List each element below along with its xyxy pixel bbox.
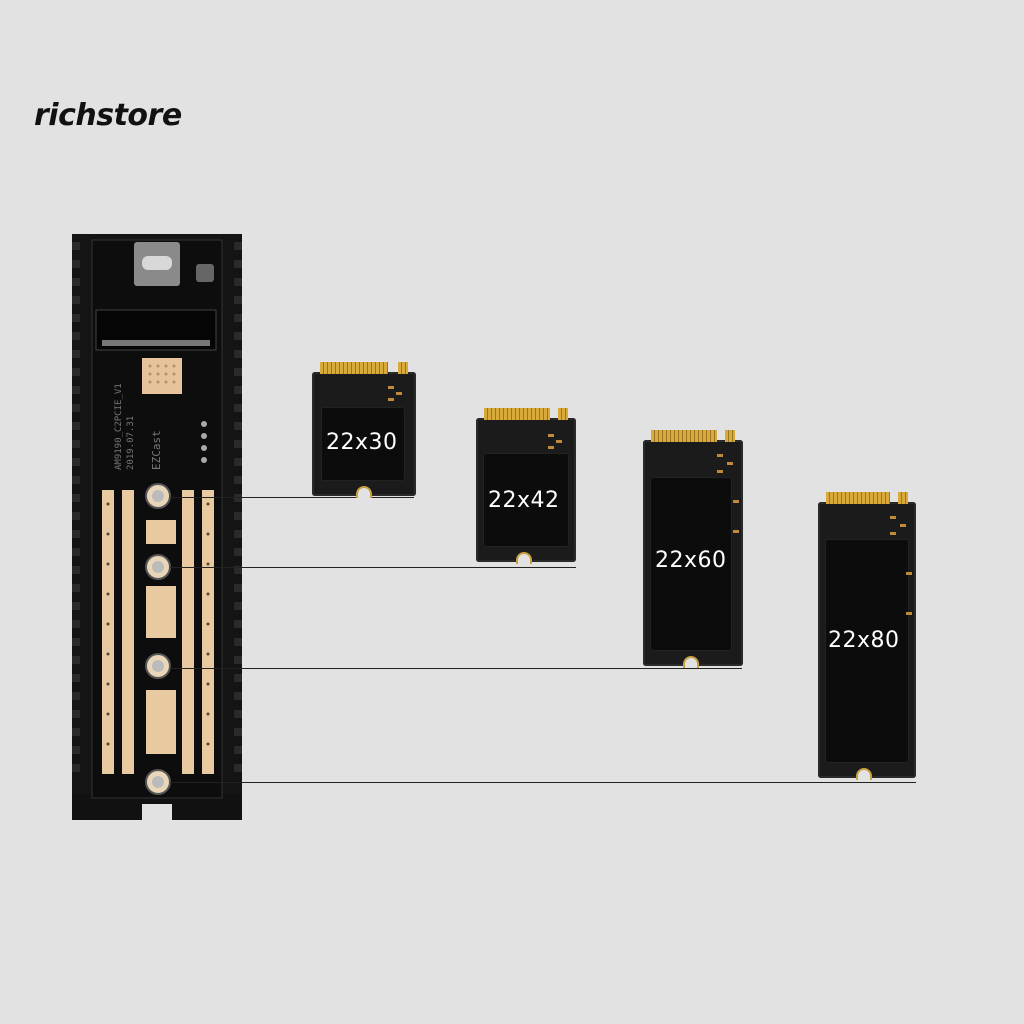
leader-line-22x80 — [170, 782, 916, 783]
ssd-size-label: 22x80 — [828, 628, 900, 653]
standoffs — [145, 483, 171, 795]
brand-logo: richstore — [34, 98, 182, 133]
ssd-size-label: 22x60 — [655, 548, 727, 573]
heatsink-ribs — [72, 242, 242, 772]
ssd-size-label: 22x42 — [488, 488, 560, 513]
pcb-model-text: AM9190_C2PCIE_V1 — [114, 383, 124, 470]
ssd-enclosure — [72, 234, 242, 820]
ssd-card-22x30: 22x30 — [312, 362, 416, 498]
ssd-card-22x42: 22x42 — [476, 408, 576, 564]
ssd-size-label: 22x30 — [326, 430, 398, 455]
ssd-card-22x60: 22x60 — [643, 430, 743, 668]
ssd-card-22x80: 22x80 — [818, 492, 916, 780]
leader-line-22x60 — [170, 668, 742, 669]
pcb-date-text: 2019.07.31 — [126, 415, 136, 470]
leader-line-22x42 — [170, 567, 576, 568]
leader-line-22x30 — [170, 497, 414, 498]
pcb-maker-text: EZCast — [150, 430, 163, 470]
